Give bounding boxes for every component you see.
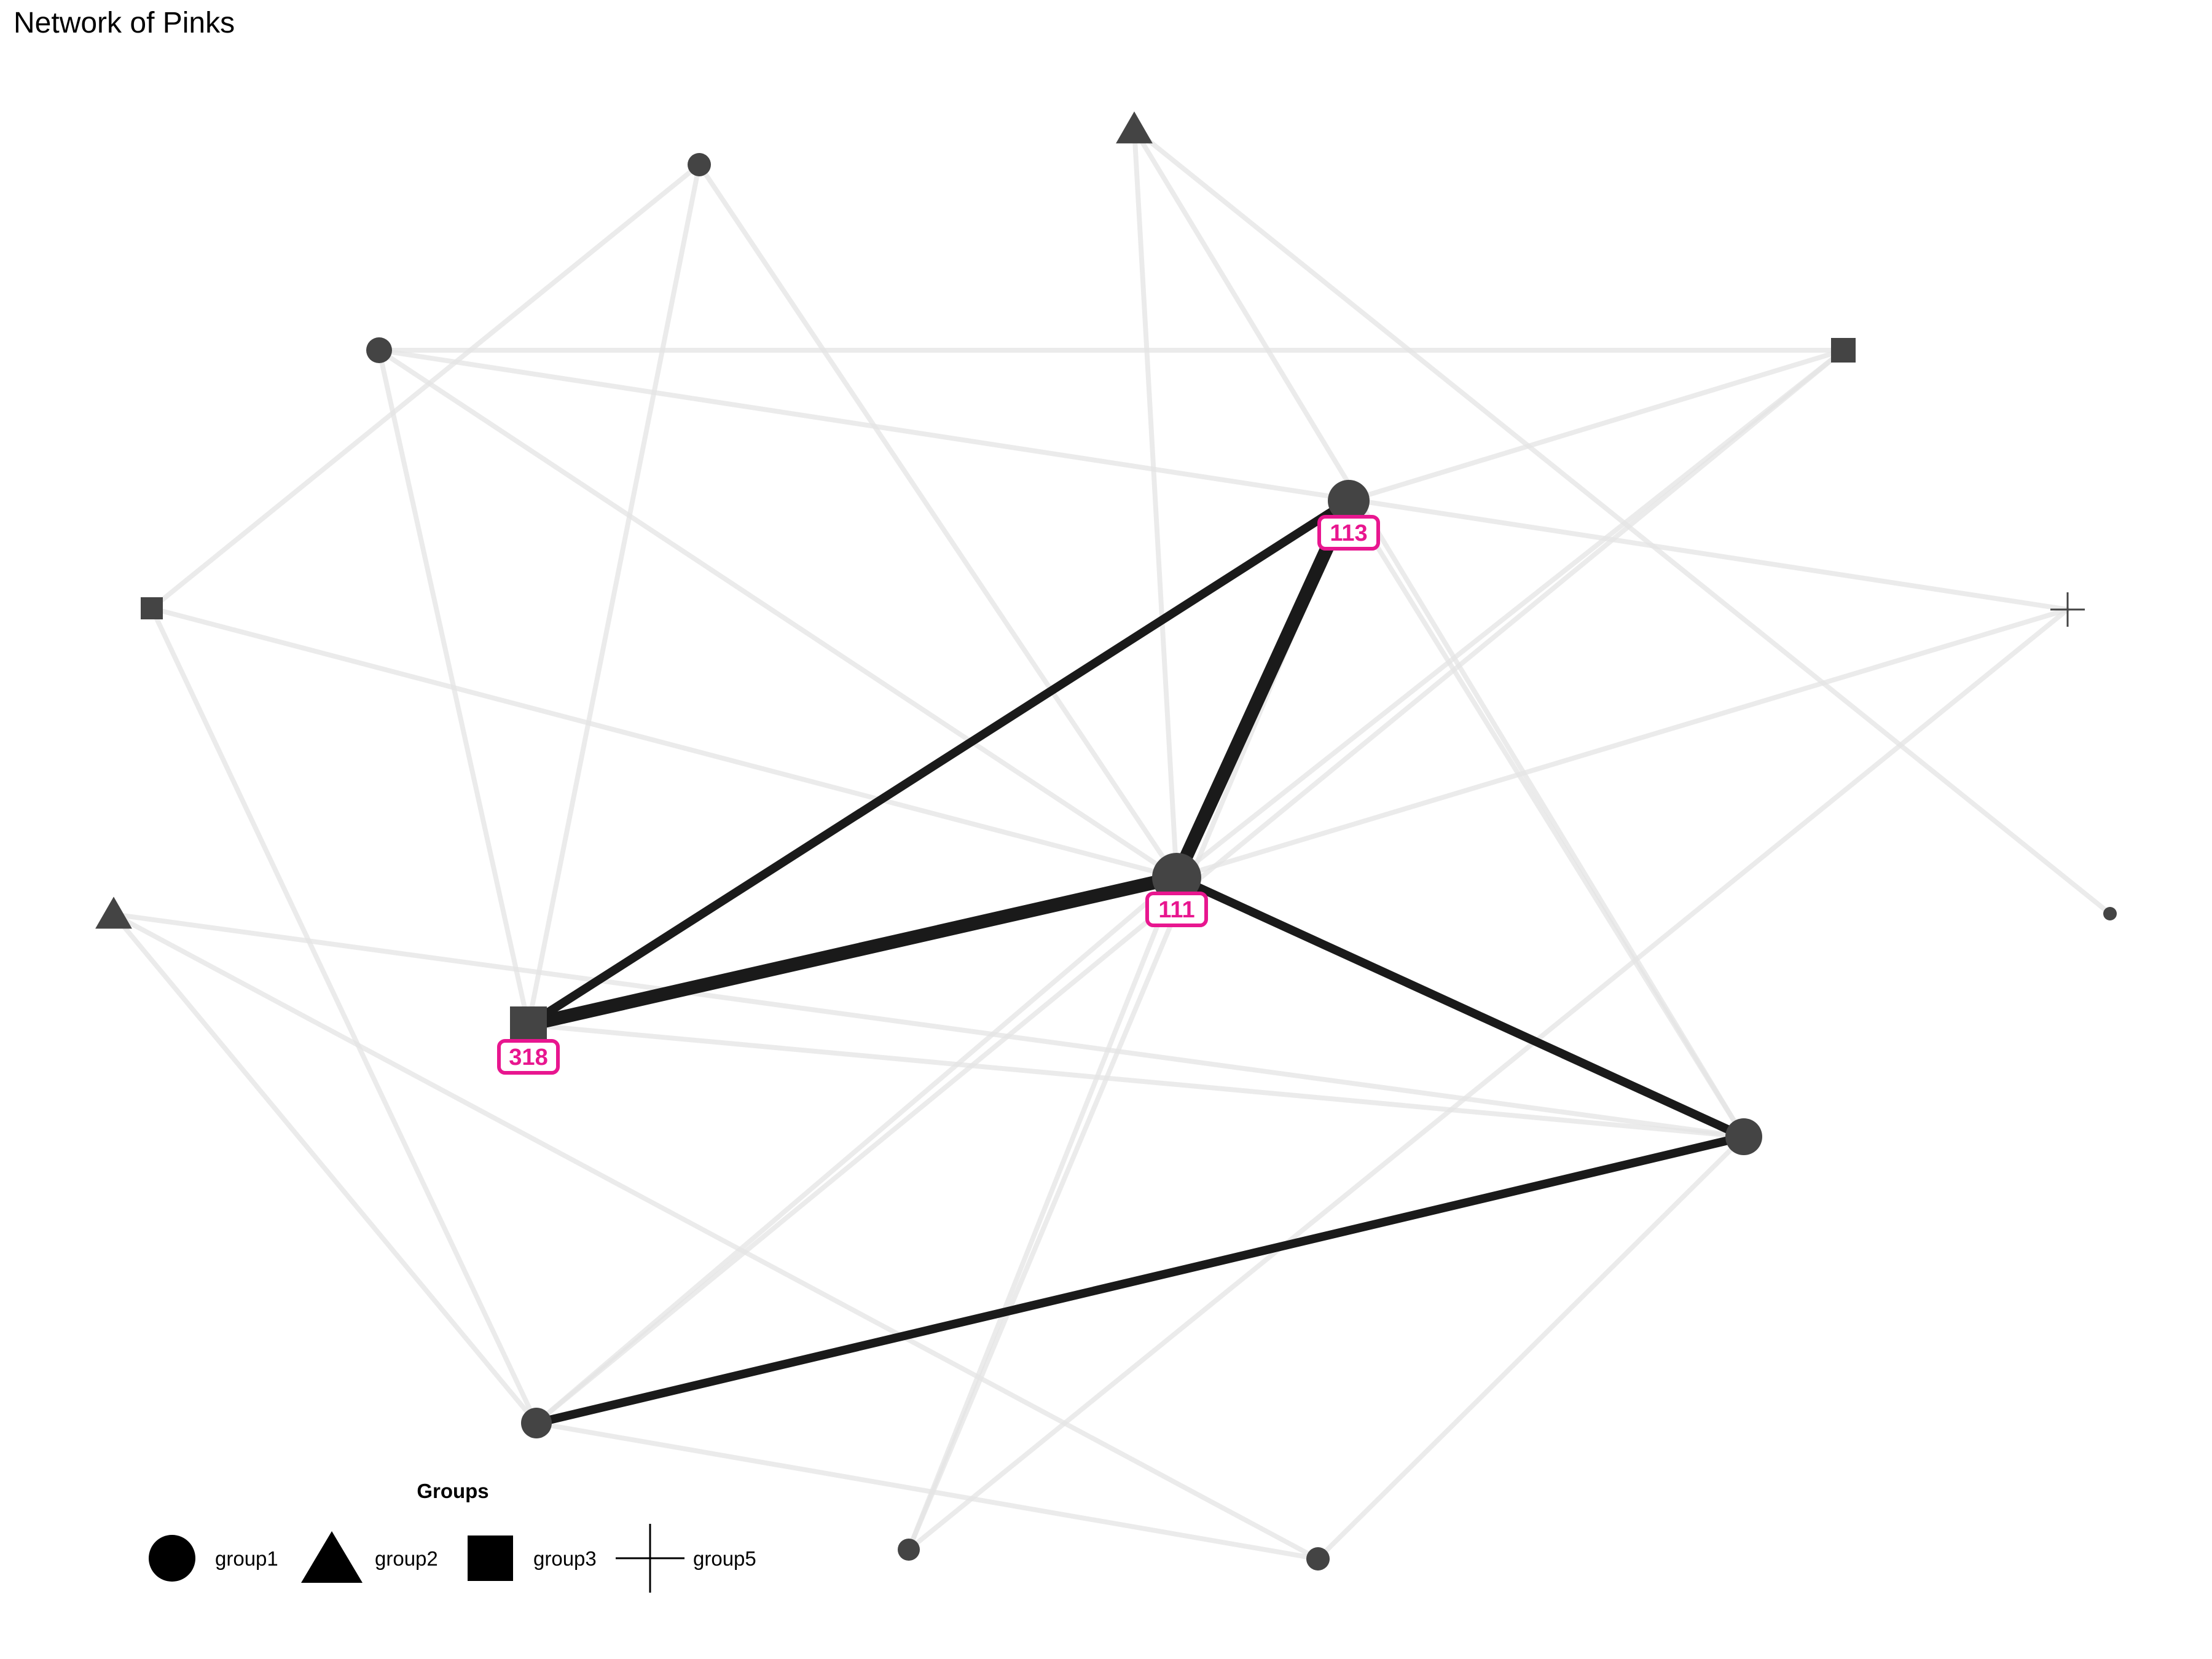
legend-title: Groups	[417, 1480, 488, 1502]
node-label-box	[1317, 515, 1380, 551]
edge-n111-bottom_left	[534, 875, 1179, 1426]
legend-square-icon	[468, 1535, 513, 1581]
edge-n318-n111	[522, 871, 1183, 1032]
nodes-layer	[95, 111, 2117, 1571]
edge-bottom_left-right_big	[532, 1132, 1748, 1427]
node-right-cross[interactable]	[2050, 592, 2085, 627]
edge-right_cross-bottom_mid_1	[906, 607, 2070, 1552]
legend-label: group1	[215, 1547, 278, 1570]
legend-item-group1: group1	[149, 1535, 278, 1582]
edge-n113-right_big	[1346, 498, 1746, 1139]
node-top-mid-circle[interactable]	[688, 153, 711, 176]
node-upper-right-square[interactable]	[1831, 338, 1856, 363]
legend-label: group5	[693, 1547, 756, 1570]
edge-upper_left_circle-n111	[377, 348, 1179, 880]
edge-bottom_left-bottom_mid_2	[534, 1421, 1320, 1561]
node-label-113: 113	[1317, 515, 1380, 551]
node-label-318: 318	[497, 1039, 560, 1075]
legend-triangle-icon	[301, 1531, 363, 1583]
edge-left_triangle-bottom_mid_2	[111, 912, 1320, 1561]
node-label-box	[1145, 892, 1208, 927]
edge-upper_right_square-n113	[1346, 348, 1846, 503]
edge-right_big-bottom_mid_2	[1316, 1134, 1746, 1561]
node-label-text: 111	[1158, 897, 1194, 923]
legend: Groups group1 group2 group3 group5	[149, 1480, 756, 1593]
faint-edges-layer	[111, 127, 2112, 1561]
legend-cross-icon	[616, 1524, 684, 1593]
legend-item-group5: group5	[616, 1524, 756, 1593]
node-bottom-left[interactable]	[521, 1408, 552, 1438]
node-n111[interactable]	[1152, 853, 1201, 902]
node-right-big[interactable]	[1725, 1118, 1762, 1155]
edge-left_triangle-bottom_left	[111, 912, 539, 1426]
edge-right_cross-n111	[1174, 607, 2070, 880]
node-bottom-mid-1[interactable]	[898, 1539, 920, 1561]
node-label-111: 111	[1145, 892, 1208, 927]
edge-left_square-bottom_left	[149, 606, 539, 1426]
page-title: Network of Pinks	[14, 7, 235, 39]
node-n113[interactable]	[1328, 480, 1370, 522]
node-label-text: 318	[509, 1045, 547, 1070]
node-labels-layer: 111 113 318	[497, 515, 1380, 1075]
edge-upper_left_circle-right_cross	[377, 348, 2070, 612]
edge-n111-bottom_mid_1	[906, 875, 1179, 1552]
node-label-text: 113	[1330, 520, 1367, 546]
legend-item-group3: group3	[468, 1535, 597, 1581]
strong-edges-layer	[522, 494, 1748, 1427]
legend-label: group2	[375, 1547, 438, 1570]
node-top-triangle[interactable]	[1116, 111, 1153, 144]
edge-top_triangle-n111	[1132, 127, 1179, 880]
legend-item-group2: group2	[301, 1531, 438, 1583]
edge-n111-n113	[1170, 494, 1355, 884]
legend-label: group3	[533, 1547, 597, 1570]
edge-n318-n113	[524, 496, 1353, 1029]
node-n318[interactable]	[510, 1006, 547, 1043]
edge-left_triangle-right_big	[111, 912, 1746, 1139]
edge-top_triangle-far_right_dot	[1132, 127, 2112, 916]
edge-n318-right_big	[526, 1022, 1746, 1139]
legend-circle-icon	[149, 1535, 195, 1582]
edge-upper_right_square-n111	[1174, 348, 1846, 880]
node-label-box	[497, 1039, 560, 1075]
edge-left_square-n111	[149, 606, 1179, 880]
edge-n111-right_big	[1172, 873, 1748, 1141]
node-left-triangle[interactable]	[95, 896, 132, 929]
node-left-square[interactable]	[141, 597, 163, 619]
edge-top_mid_circle-n111	[697, 162, 1179, 880]
edge-top_mid_circle-left_square	[149, 162, 702, 611]
node-bottom-mid-2[interactable]	[1306, 1547, 1330, 1571]
edge-top_mid_circle-n318	[526, 162, 702, 1027]
node-far-right-dot[interactable]	[2103, 907, 2117, 920]
node-upper-left-circle[interactable]	[366, 337, 392, 363]
